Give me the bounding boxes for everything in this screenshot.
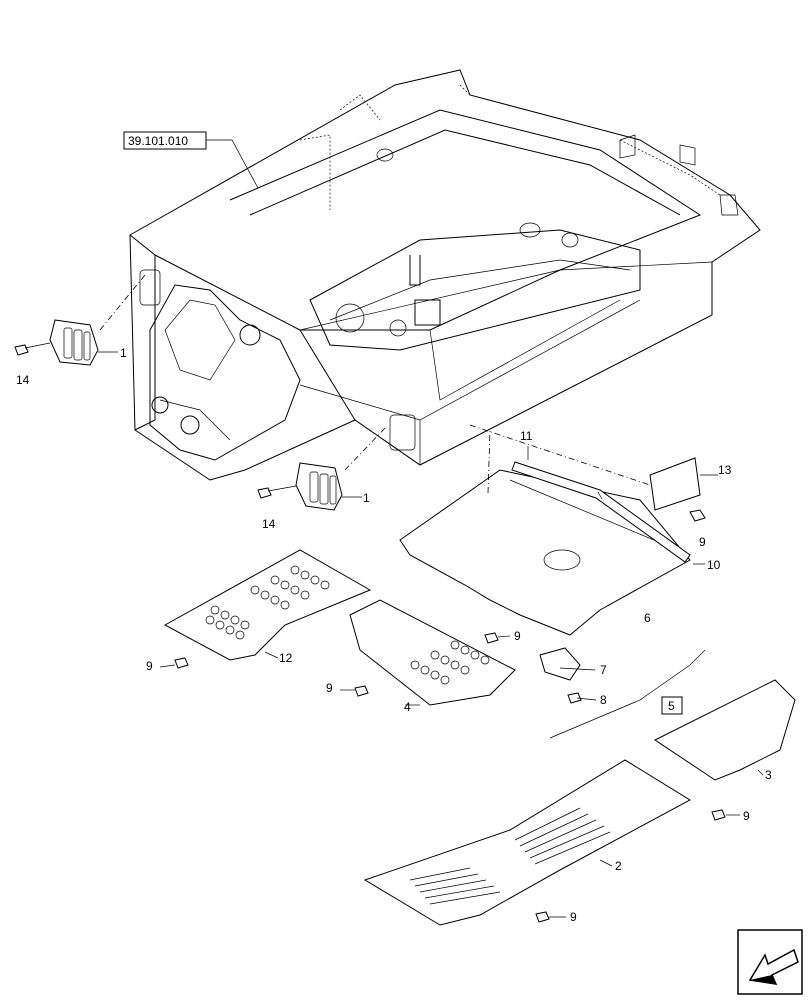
callout-7: 7 xyxy=(600,663,607,677)
floor-panel-large xyxy=(363,759,692,926)
callout-2: 2 xyxy=(615,859,622,873)
callout-8: 8 xyxy=(600,693,607,707)
vent-cover-lower xyxy=(257,427,386,511)
callout-14a: 14 xyxy=(16,373,30,387)
callout-labels: 1 1 2 3 4 6 7 8 9 9 9 9 9 9 10 11 12 13 … xyxy=(16,346,772,924)
callout-9d: 9 xyxy=(699,535,706,549)
mat-studs-center xyxy=(410,640,490,685)
mat-studs-left xyxy=(205,565,330,640)
floor-plate-main xyxy=(399,424,691,636)
callout-6: 6 xyxy=(644,611,651,625)
floor-mat-left xyxy=(163,549,372,669)
reference-callout-box[interactable]: 39.101.010 xyxy=(123,131,259,189)
callout-13: 13 xyxy=(718,463,732,477)
callout-1b: 1 xyxy=(363,491,370,505)
callout-10: 10 xyxy=(707,558,721,572)
bracket-plate xyxy=(649,457,718,522)
callout-9f: 9 xyxy=(570,910,577,924)
section-bracket: 5 xyxy=(549,649,706,739)
callout-9e: 9 xyxy=(743,809,750,823)
callout-12: 12 xyxy=(279,651,293,665)
section-label: 5 xyxy=(668,699,675,713)
callout-4: 4 xyxy=(404,700,411,714)
callout-1a: 1 xyxy=(120,346,127,360)
callout-9a: 9 xyxy=(146,659,153,673)
side-panel-right xyxy=(654,679,796,821)
next-page-arrow-icon[interactable] xyxy=(737,929,803,995)
vent-cover-upper xyxy=(14,274,146,366)
upper-frame-assembly xyxy=(129,69,761,481)
callout-9b: 9 xyxy=(326,681,333,695)
callout-14b: 14 xyxy=(262,517,276,531)
reference-label: 39.101.010 xyxy=(128,134,188,148)
panel-ribs xyxy=(409,807,611,905)
callout-9c: 9 xyxy=(514,629,521,643)
leader-lines xyxy=(159,446,764,918)
small-cover-plate xyxy=(484,632,582,704)
callout-11: 11 xyxy=(520,429,533,443)
callout-3: 3 xyxy=(765,768,772,782)
floor-mat-center xyxy=(349,599,516,706)
